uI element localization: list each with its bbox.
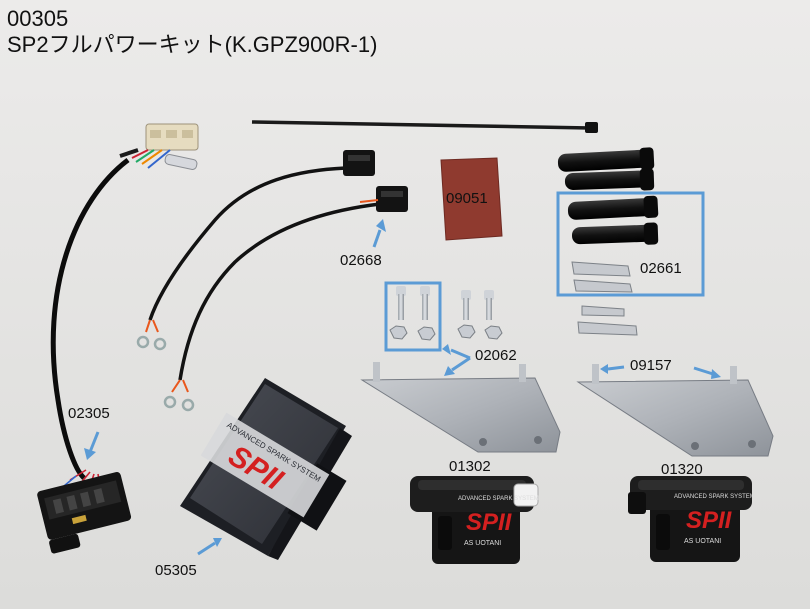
coil-left-system-text: ADVANCED SPARK SYSTEM	[458, 496, 539, 502]
part-label-02661: 02661	[640, 260, 682, 277]
coil-left-maker: AS UOTANI	[464, 540, 501, 547]
bracket-left	[360, 362, 561, 453]
highlight-box-bolts	[384, 281, 442, 352]
arrow-05305	[197, 538, 222, 556]
part-label-09051: 09051	[446, 190, 488, 207]
product-name-title: SP2フルパワーキット(K.GPZ900R-1)	[7, 32, 378, 57]
sub-harness	[136, 150, 408, 412]
ecu-unit: ADVANCED SPARK SYSTEM SPII	[180, 378, 352, 560]
arrow-09157-left	[600, 364, 625, 374]
arrow-02668	[372, 219, 386, 248]
ignition-coil-left: ADVANCED SPARK SYSTEM SPII AS UOTANI	[410, 476, 539, 564]
arrow-02062-up	[442, 344, 471, 360]
cable-tie	[251, 120, 598, 133]
arrow-09157-right	[693, 366, 721, 379]
main-harness	[37, 123, 199, 554]
rubber-sheet	[440, 157, 503, 241]
plug-caps	[557, 147, 659, 336]
ignition-coil-right: ADVANCED SPARK SYSTEM SPII AS UOTANI	[628, 476, 755, 562]
bracket-right	[576, 364, 774, 457]
title-block: 00305 SP2フルパワーキット(K.GPZ900R-1)	[7, 6, 377, 58]
part-label-02668: 02668	[340, 252, 382, 269]
part-label-02305: 02305	[68, 405, 110, 422]
part-label-01302: 01302	[449, 458, 491, 475]
part-label-02062: 02062	[475, 347, 517, 364]
part-label-05305: 05305	[155, 562, 197, 579]
arrow-02305	[84, 431, 100, 460]
coil-left-logo: SPII	[466, 509, 513, 536]
arrow-02062-down	[444, 356, 471, 376]
highlight-box-plug-caps	[556, 191, 705, 297]
part-label-09157: 09157	[630, 357, 672, 374]
bolt-set	[389, 286, 503, 341]
coil-right-logo: SPII	[686, 507, 733, 534]
part-label-01320: 01320	[661, 461, 703, 478]
part-number-title: 00305	[7, 6, 69, 31]
coil-right-maker: AS UOTANI	[684, 538, 721, 545]
coil-right-system-text: ADVANCED SPARK SYSTEM	[674, 494, 755, 500]
